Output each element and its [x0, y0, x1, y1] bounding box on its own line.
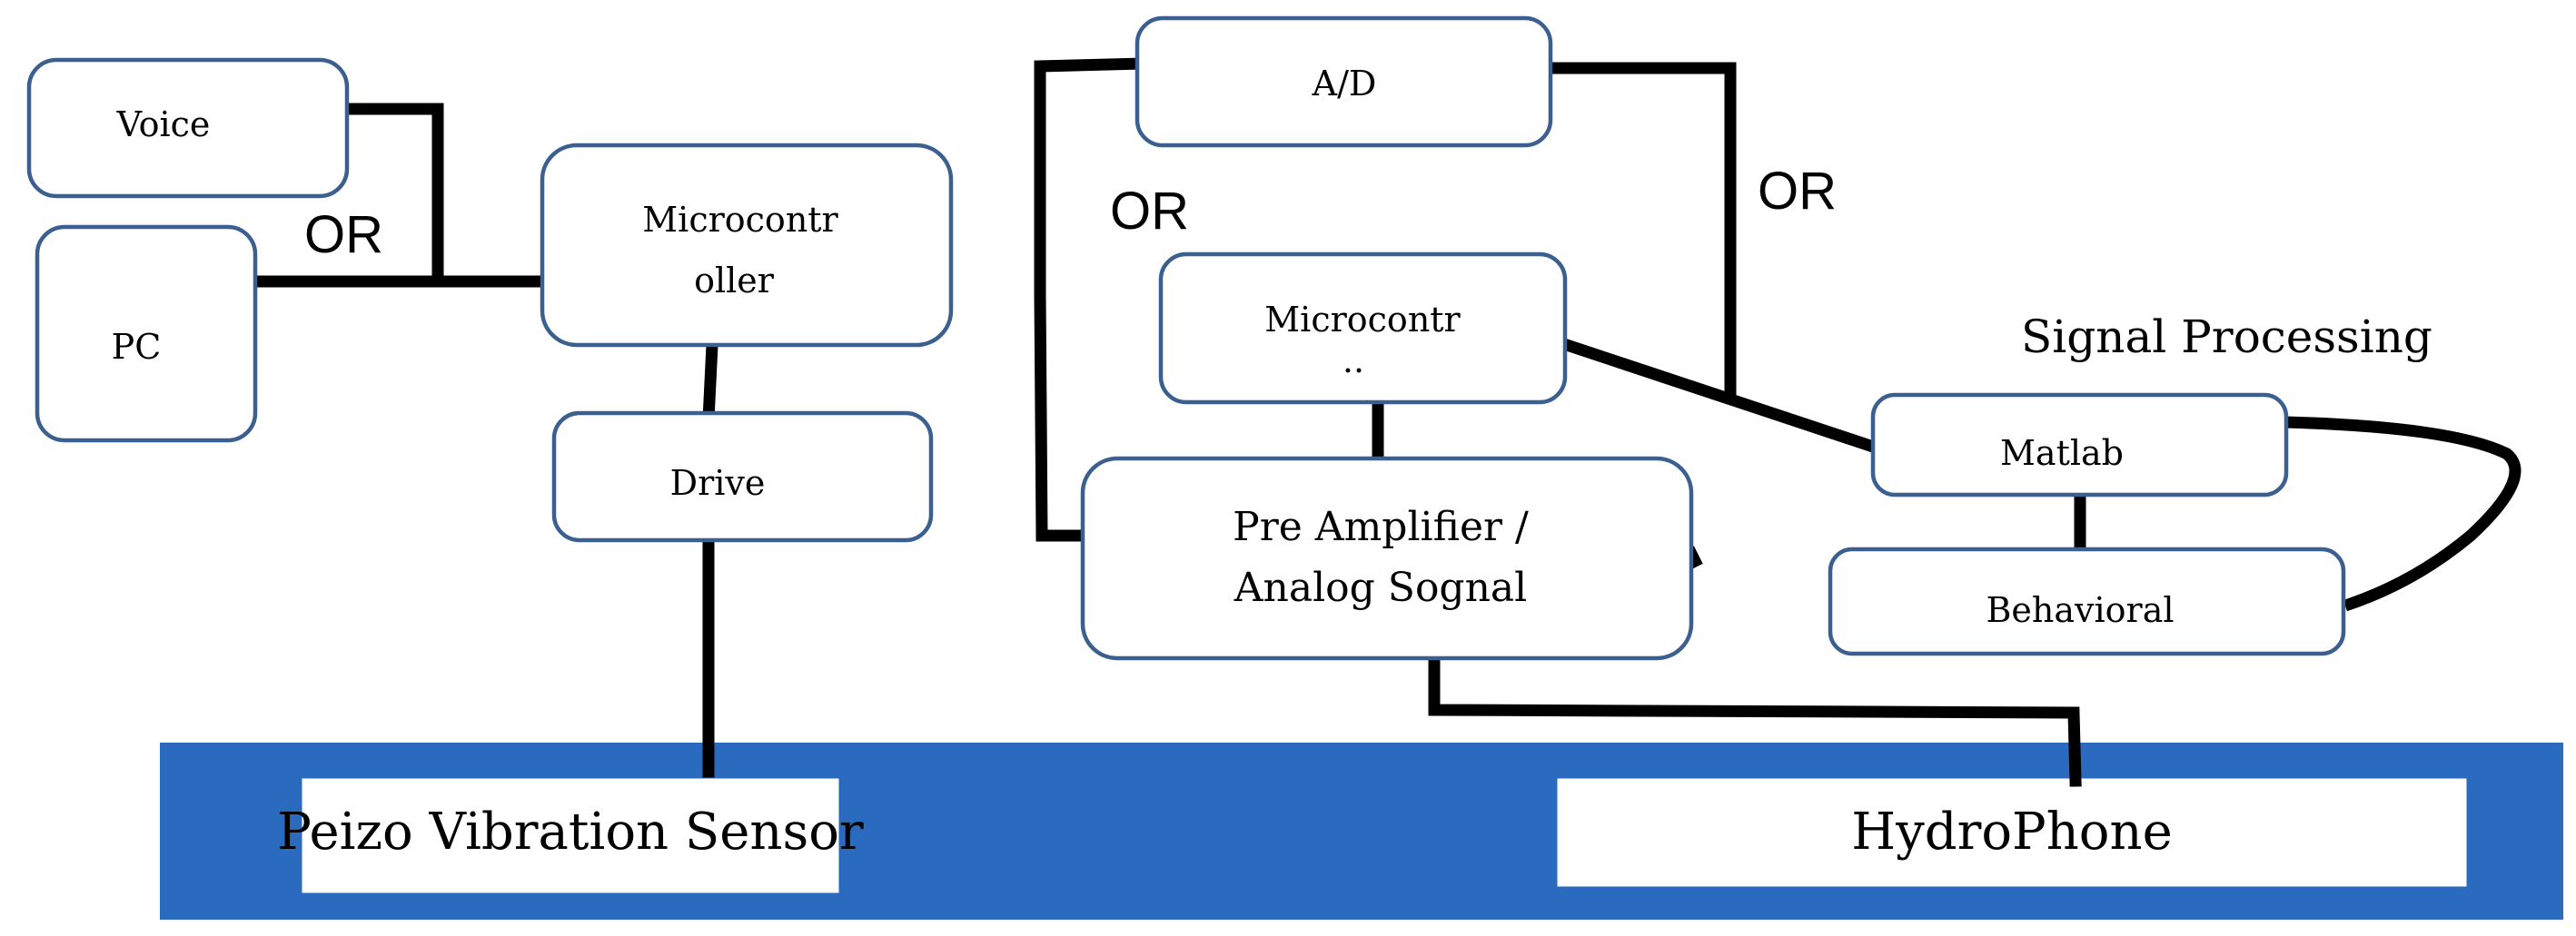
behavioral-box	[1828, 547, 2346, 656]
peizo-sensor-label: Peizo Vibration Sensor	[277, 803, 864, 862]
hydrophone-label: HydroPhone	[1851, 803, 2172, 862]
wire-ad-to-matlab	[1551, 62, 1737, 397]
wire-microcontroller-to-drive	[702, 339, 718, 426]
drive-label: Drive	[670, 463, 766, 503]
signal-processing-label: Signal Processing	[2021, 310, 2432, 363]
or-label-right: OR	[1758, 162, 1837, 221]
peizo-sensor-box	[302, 778, 839, 893]
microcontroller-right-box	[1158, 251, 1568, 405]
connector-wires	[244, 57, 2522, 787]
pc-label: PC	[112, 327, 162, 367]
or-label-middle: OR	[1110, 182, 1189, 241]
voice-box	[26, 57, 350, 199]
microcontroller-left-box	[540, 143, 954, 348]
or-label-left: OR	[304, 205, 383, 264]
ad-box	[1134, 15, 1553, 148]
wire-microcontr-to-matlab	[1551, 334, 1884, 456]
matlab-label: Matlab	[2000, 433, 2124, 473]
wire-voice-to-junction	[332, 103, 444, 288]
wire-preamp-to-hydrophone	[1428, 652, 2082, 787]
preamp-label-1: Pre Amplifier /	[1233, 504, 1529, 550]
pc-box	[35, 224, 258, 443]
microcontroller-right-label-2: ..	[1342, 340, 1364, 380]
wire-matlab-loop	[2278, 416, 2522, 612]
behavioral-label: Behavioral	[1986, 590, 2174, 630]
preamp-label-2: Analog Sognal	[1234, 565, 1528, 611]
voice-label: Voice	[116, 104, 211, 144]
matlab-box	[1870, 392, 2289, 498]
microcontroller-left-label-2: oller	[694, 261, 775, 301]
hydrophone-box	[1557, 778, 2467, 887]
microcontroller-left-label-1: Microcontr	[642, 200, 838, 240]
wire-ad-to-preamp	[1034, 57, 1149, 542]
drive-box	[551, 410, 934, 543]
preamp-box	[1080, 456, 1694, 661]
ad-label: A/D	[1312, 64, 1377, 103]
microcontroller-right-label-1: Microcontr	[1264, 300, 1461, 340]
